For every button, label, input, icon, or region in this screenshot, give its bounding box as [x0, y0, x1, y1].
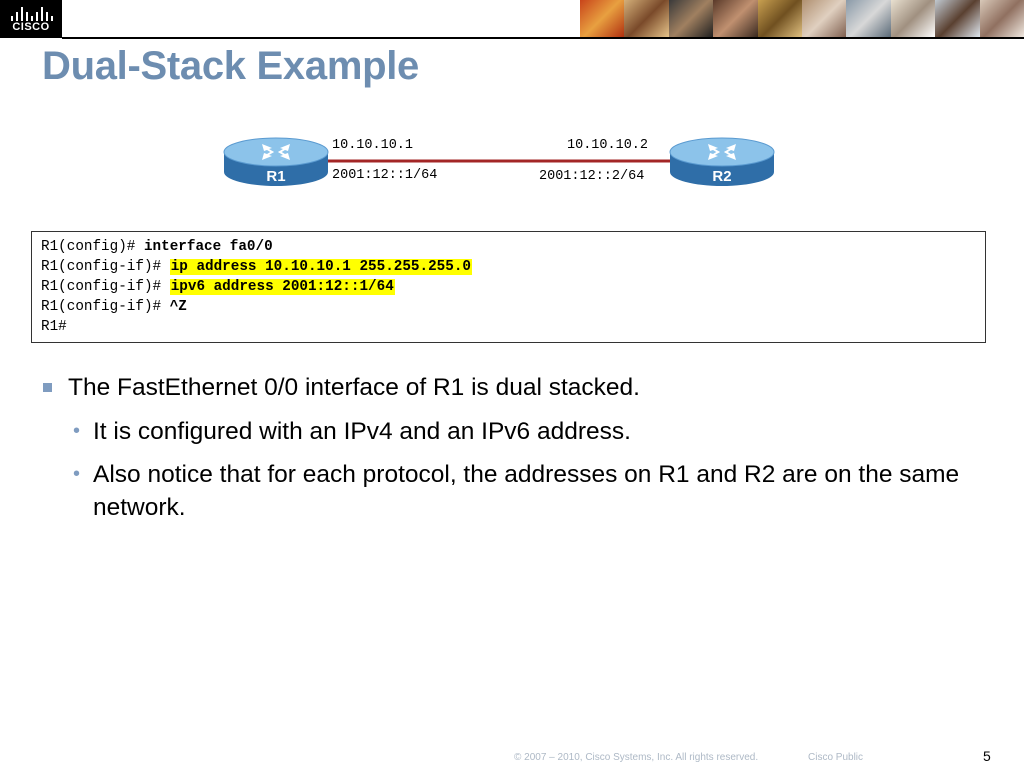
config-listing: R1(config)# interface fa0/0 R1(config-if…	[31, 231, 986, 343]
config-prompt: R1(config-if)#	[41, 259, 170, 275]
header-photo-strip	[580, 0, 1024, 37]
header-photo	[890, 0, 936, 37]
header-photo	[979, 0, 1024, 37]
router-r1-label: R1	[266, 168, 286, 185]
cisco-bars-icon	[11, 7, 53, 21]
router-r2-icon	[669, 137, 775, 186]
header-photo	[802, 0, 847, 37]
header-photo	[846, 0, 891, 37]
header-photo	[757, 0, 803, 37]
slide-title: Dual-Stack Example	[42, 44, 419, 88]
footer-copyright: © 2007 – 2010, Cisco Systems, Inc. All r…	[514, 752, 759, 763]
config-command: ^Z	[169, 299, 187, 315]
header-photo	[668, 0, 714, 37]
r2-ipv6-label: 2001:12::2/64	[539, 169, 645, 184]
logo-text: CISCO	[12, 21, 50, 33]
config-prompt: R1(config-if)#	[41, 299, 170, 315]
r1-ipv4-label: 10.10.10.1	[332, 138, 414, 153]
config-prompt: R1(config-if)#	[41, 279, 170, 295]
config-command-highlighted: ipv6 address 2001:12::1/64	[169, 279, 395, 295]
page-number: 5	[983, 748, 991, 764]
footer-classification: Cisco Public	[808, 752, 864, 763]
header-photo	[713, 0, 758, 37]
dot-bullet-icon: •	[73, 420, 81, 442]
dot-bullet-icon: •	[73, 463, 81, 485]
topology-drawing	[223, 137, 775, 186]
r1-ipv6-label: 2001:12::1/64	[332, 168, 438, 183]
config-line: R1(config-if)# ip address 10.10.10.1 255…	[41, 257, 472, 277]
config-line: R1(config-if)# ^Z	[41, 297, 187, 317]
bullet-main: The FastEthernet 0/0 interface of R1 is …	[68, 374, 640, 401]
config-command: interface fa0/0	[143, 239, 273, 255]
header-banner: CISCO	[0, 0, 1024, 40]
config-prompt: R1#	[41, 319, 67, 335]
header-photo	[580, 0, 625, 37]
config-line: R1(config)# interface fa0/0	[41, 237, 273, 257]
header-photo	[624, 0, 669, 37]
config-line: R1#	[41, 317, 67, 337]
header-photo	[935, 0, 980, 37]
network-diagram: R1 R2 10.10.10.1 2001:12::1/64 10.10.10.…	[220, 130, 780, 194]
config-line: R1(config-if)# ipv6 address 2001:12::1/6…	[41, 277, 395, 297]
square-bullet-icon	[43, 383, 52, 392]
router-r2-label: R2	[712, 168, 732, 185]
config-command-highlighted: ip address 10.10.10.1 255.255.255.0	[169, 259, 472, 275]
banner-divider	[62, 37, 1024, 39]
bullet-sub: Also notice that for each protocol, the …	[93, 461, 960, 521]
r2-ipv4-label: 10.10.10.2	[567, 138, 649, 153]
cisco-logo: CISCO	[0, 0, 62, 38]
bullet-sub: It is configured with an IPv4 and an IPv…	[93, 418, 631, 445]
router-r1-icon	[223, 137, 329, 186]
config-prompt: R1(config)#	[41, 239, 144, 255]
